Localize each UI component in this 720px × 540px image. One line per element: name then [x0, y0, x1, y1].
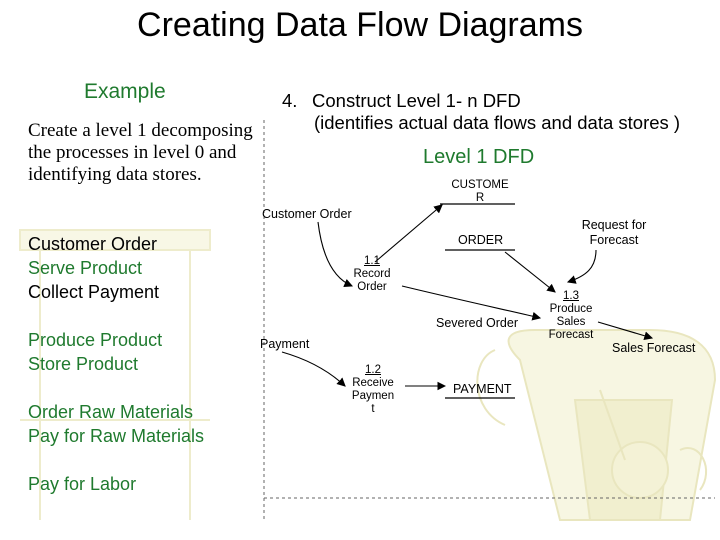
- flow-payment: [281, 351, 346, 387]
- process-1-3-line3: Forecast: [548, 329, 594, 341]
- flow-request-forecast: [566, 249, 597, 284]
- process-1-3: 1.3 Produce Sales Forecast: [541, 290, 601, 342]
- event-item: Serve Product: [28, 258, 143, 278]
- flow-severed-order: [401, 285, 542, 321]
- process-1-2: 1.2 Receive Paymen t: [343, 364, 403, 416]
- event-item: Pay for Labor: [28, 474, 137, 494]
- event-item: Store Product: [28, 354, 139, 374]
- event-item: Collect Payment: [28, 282, 160, 302]
- flow-label-sales-forecast: Sales Forecast: [612, 341, 696, 355]
- process-1-3-line2: Sales: [556, 316, 586, 328]
- event-item: Pay for Raw Materials: [28, 426, 205, 446]
- store-customer-label: CUSTOME R: [440, 179, 520, 205]
- step-number: 4.: [282, 90, 298, 111]
- flow-label-payment: Payment: [260, 337, 310, 351]
- flow-label-request-line2: Forecast: [589, 233, 639, 247]
- process-1-2-id: 1.2: [365, 364, 381, 376]
- store-customer-line1: CUSTOME: [451, 179, 509, 191]
- process-1-1: 1.1 Record Order: [345, 255, 399, 294]
- example-label: Example: [84, 80, 166, 103]
- process-1-2-line3: t: [371, 403, 375, 415]
- event-item: Order Raw Materials: [28, 402, 194, 422]
- event-group-1: Customer Order Serve Product Collect Pay…: [28, 232, 159, 304]
- flow-record-to-customer: [374, 204, 443, 263]
- process-1-2-line1: Receive: [352, 377, 394, 389]
- process-1-1-line1: Record: [353, 268, 391, 280]
- event-group-3: Order Raw Materials Pay for Raw Material…: [28, 400, 204, 448]
- process-1-1-id: 1.1: [364, 255, 380, 267]
- event-item: Customer Order: [28, 234, 158, 254]
- store-payment-label: PAYMENT: [453, 382, 512, 396]
- process-1-2-line2: Paymen: [351, 390, 395, 402]
- event-item: Produce Product: [28, 330, 163, 350]
- process-1-3-line1: Produce: [549, 303, 593, 315]
- process-1-1-line2: Order: [357, 281, 387, 293]
- flow-sales-forecast: [597, 321, 654, 341]
- instruction-text: Create a level 1 decomposing the process…: [28, 120, 253, 185]
- flow-label-customer-order: Customer Order: [262, 207, 352, 221]
- step-text: 4. Construct Level 1- n DFD (identifies a…: [282, 90, 680, 134]
- flow-label-request-forecast: Request for Forecast: [572, 218, 656, 248]
- flow-label-request-line1: Request for: [581, 218, 647, 232]
- step-line2: (identifies actual data flows and data s…: [314, 112, 681, 133]
- step-line1: Construct Level 1- n DFD: [312, 90, 521, 111]
- store-customer-line2: R: [475, 192, 485, 204]
- level-heading: Level 1 DFD: [423, 146, 535, 168]
- event-group-2: Produce Product Store Product: [28, 328, 162, 376]
- event-group-4: Pay for Labor: [28, 472, 136, 496]
- flow-label-severed-order: Severed Order: [436, 316, 518, 330]
- process-1-3-id: 1.3: [563, 290, 579, 302]
- page-title: Creating Data Flow Diagrams: [137, 6, 583, 44]
- store-order-label: ORDER: [458, 233, 504, 247]
- flow-customer-order: [317, 221, 354, 288]
- flow-order-to-forecast: [504, 251, 556, 293]
